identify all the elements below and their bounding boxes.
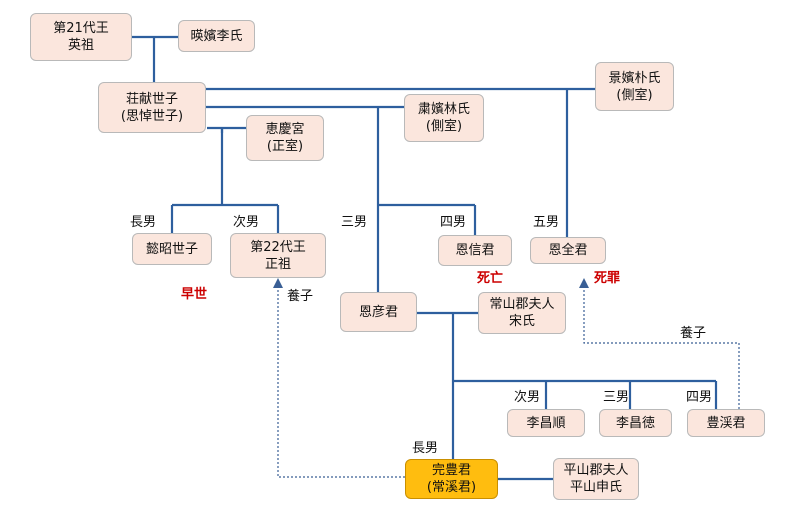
label-adopted-left: 養子 bbox=[287, 289, 314, 304]
label-adopted-right: 養子 bbox=[680, 326, 707, 341]
node-hyegyeong-line2: (正室) bbox=[266, 139, 304, 154]
node-pyeongsan-line1: 平山郡夫人 bbox=[563, 463, 629, 478]
label-fourth-son-2: 四男 bbox=[686, 390, 713, 405]
node-euneon: 恩彦君 bbox=[340, 292, 417, 332]
node-gyeongbin-line1: 景嬪朴氏 bbox=[608, 70, 661, 86]
node-sukbin-line2: (側室) bbox=[425, 119, 463, 134]
node-wanpung: 完豊君 (常溪君) bbox=[405, 459, 498, 499]
node-jeongjo: 第22代王 正祖 bbox=[230, 233, 326, 278]
node-eunsin: 恩信君 bbox=[438, 235, 512, 266]
node-lee-changsun-line1: 李昌順 bbox=[526, 415, 566, 431]
label-fourth-son: 四男 bbox=[440, 215, 467, 230]
label-second-son-2: 次男 bbox=[514, 390, 541, 405]
node-sado: 荘献世子 (思悼世子) bbox=[98, 82, 206, 133]
node-sangsan-line2: 宋氏 bbox=[508, 314, 535, 329]
node-punggye: 豊渓君 bbox=[687, 409, 765, 437]
adoption-line-right bbox=[583, 284, 740, 409]
label-early-death: 早世 bbox=[181, 287, 208, 302]
label-second-son: 次男 bbox=[233, 215, 260, 230]
node-yeongjo: 第21代王 英祖 bbox=[30, 13, 132, 61]
node-pyeongsan: 平山郡夫人 平山申氏 bbox=[553, 458, 639, 500]
node-eunjeon: 恩全君 bbox=[530, 237, 606, 264]
node-yeongjo-line1: 第21代王 bbox=[53, 21, 109, 36]
node-pyeongsan-line2: 平山申氏 bbox=[569, 480, 622, 495]
node-sado-line1: 荘献世子 bbox=[125, 91, 178, 107]
node-wanpung-line1: 完豊君 bbox=[431, 463, 471, 478]
node-gyeongbin-line2: (側室) bbox=[616, 87, 653, 103]
node-lee-changdeok-line1: 李昌徳 bbox=[615, 415, 655, 431]
node-hyegyeong-line1: 恵慶宮 bbox=[265, 122, 305, 137]
label-eldest-son-2: 長男 bbox=[412, 441, 439, 456]
node-lee-changdeok: 李昌徳 bbox=[599, 409, 672, 437]
node-jeongjo-line2: 正祖 bbox=[264, 256, 291, 272]
node-uiso-line1: 懿昭世子 bbox=[145, 241, 198, 257]
node-sado-line2: (思悼世子) bbox=[120, 108, 184, 124]
node-yeongbin-line1: 暎嬪李氏 bbox=[190, 28, 243, 44]
node-lee-changsun: 李昌順 bbox=[507, 409, 585, 437]
node-yeongbin: 暎嬪李氏 bbox=[178, 20, 255, 52]
node-yeongjo-line2: 英祖 bbox=[67, 38, 94, 53]
node-jeongjo-line1: 第22代王 bbox=[250, 239, 306, 255]
node-sukbin-line1: 粛嬪林氏 bbox=[417, 102, 470, 117]
node-wanpung-line2: (常溪君) bbox=[426, 480, 477, 495]
label-fifth-son: 五男 bbox=[533, 215, 560, 230]
label-third-son-2: 三男 bbox=[603, 390, 630, 405]
label-eldest-son: 長男 bbox=[130, 215, 157, 230]
adoption-arrowhead-right bbox=[579, 278, 589, 288]
label-executed: 死罪 bbox=[594, 271, 621, 286]
node-hyegyeong: 恵慶宮 (正室) bbox=[246, 115, 324, 161]
node-sangsan-line1: 常山郡夫人 bbox=[489, 297, 555, 312]
adoption-arrowhead-left bbox=[273, 278, 283, 288]
node-sukbin: 粛嬪林氏 (側室) bbox=[404, 94, 484, 142]
node-punggye-line1: 豊渓君 bbox=[706, 415, 746, 431]
node-eunsin-line1: 恩信君 bbox=[455, 243, 495, 258]
node-euneon-line1: 恩彦君 bbox=[358, 304, 398, 320]
node-sangsan: 常山郡夫人 宋氏 bbox=[478, 292, 566, 334]
label-third-son: 三男 bbox=[341, 215, 368, 230]
node-uiso: 懿昭世子 bbox=[132, 233, 212, 265]
node-eunjeon-line1: 恩全君 bbox=[548, 243, 588, 258]
node-gyeongbin: 景嬪朴氏 (側室) bbox=[595, 62, 674, 111]
label-died: 死亡 bbox=[477, 271, 504, 286]
